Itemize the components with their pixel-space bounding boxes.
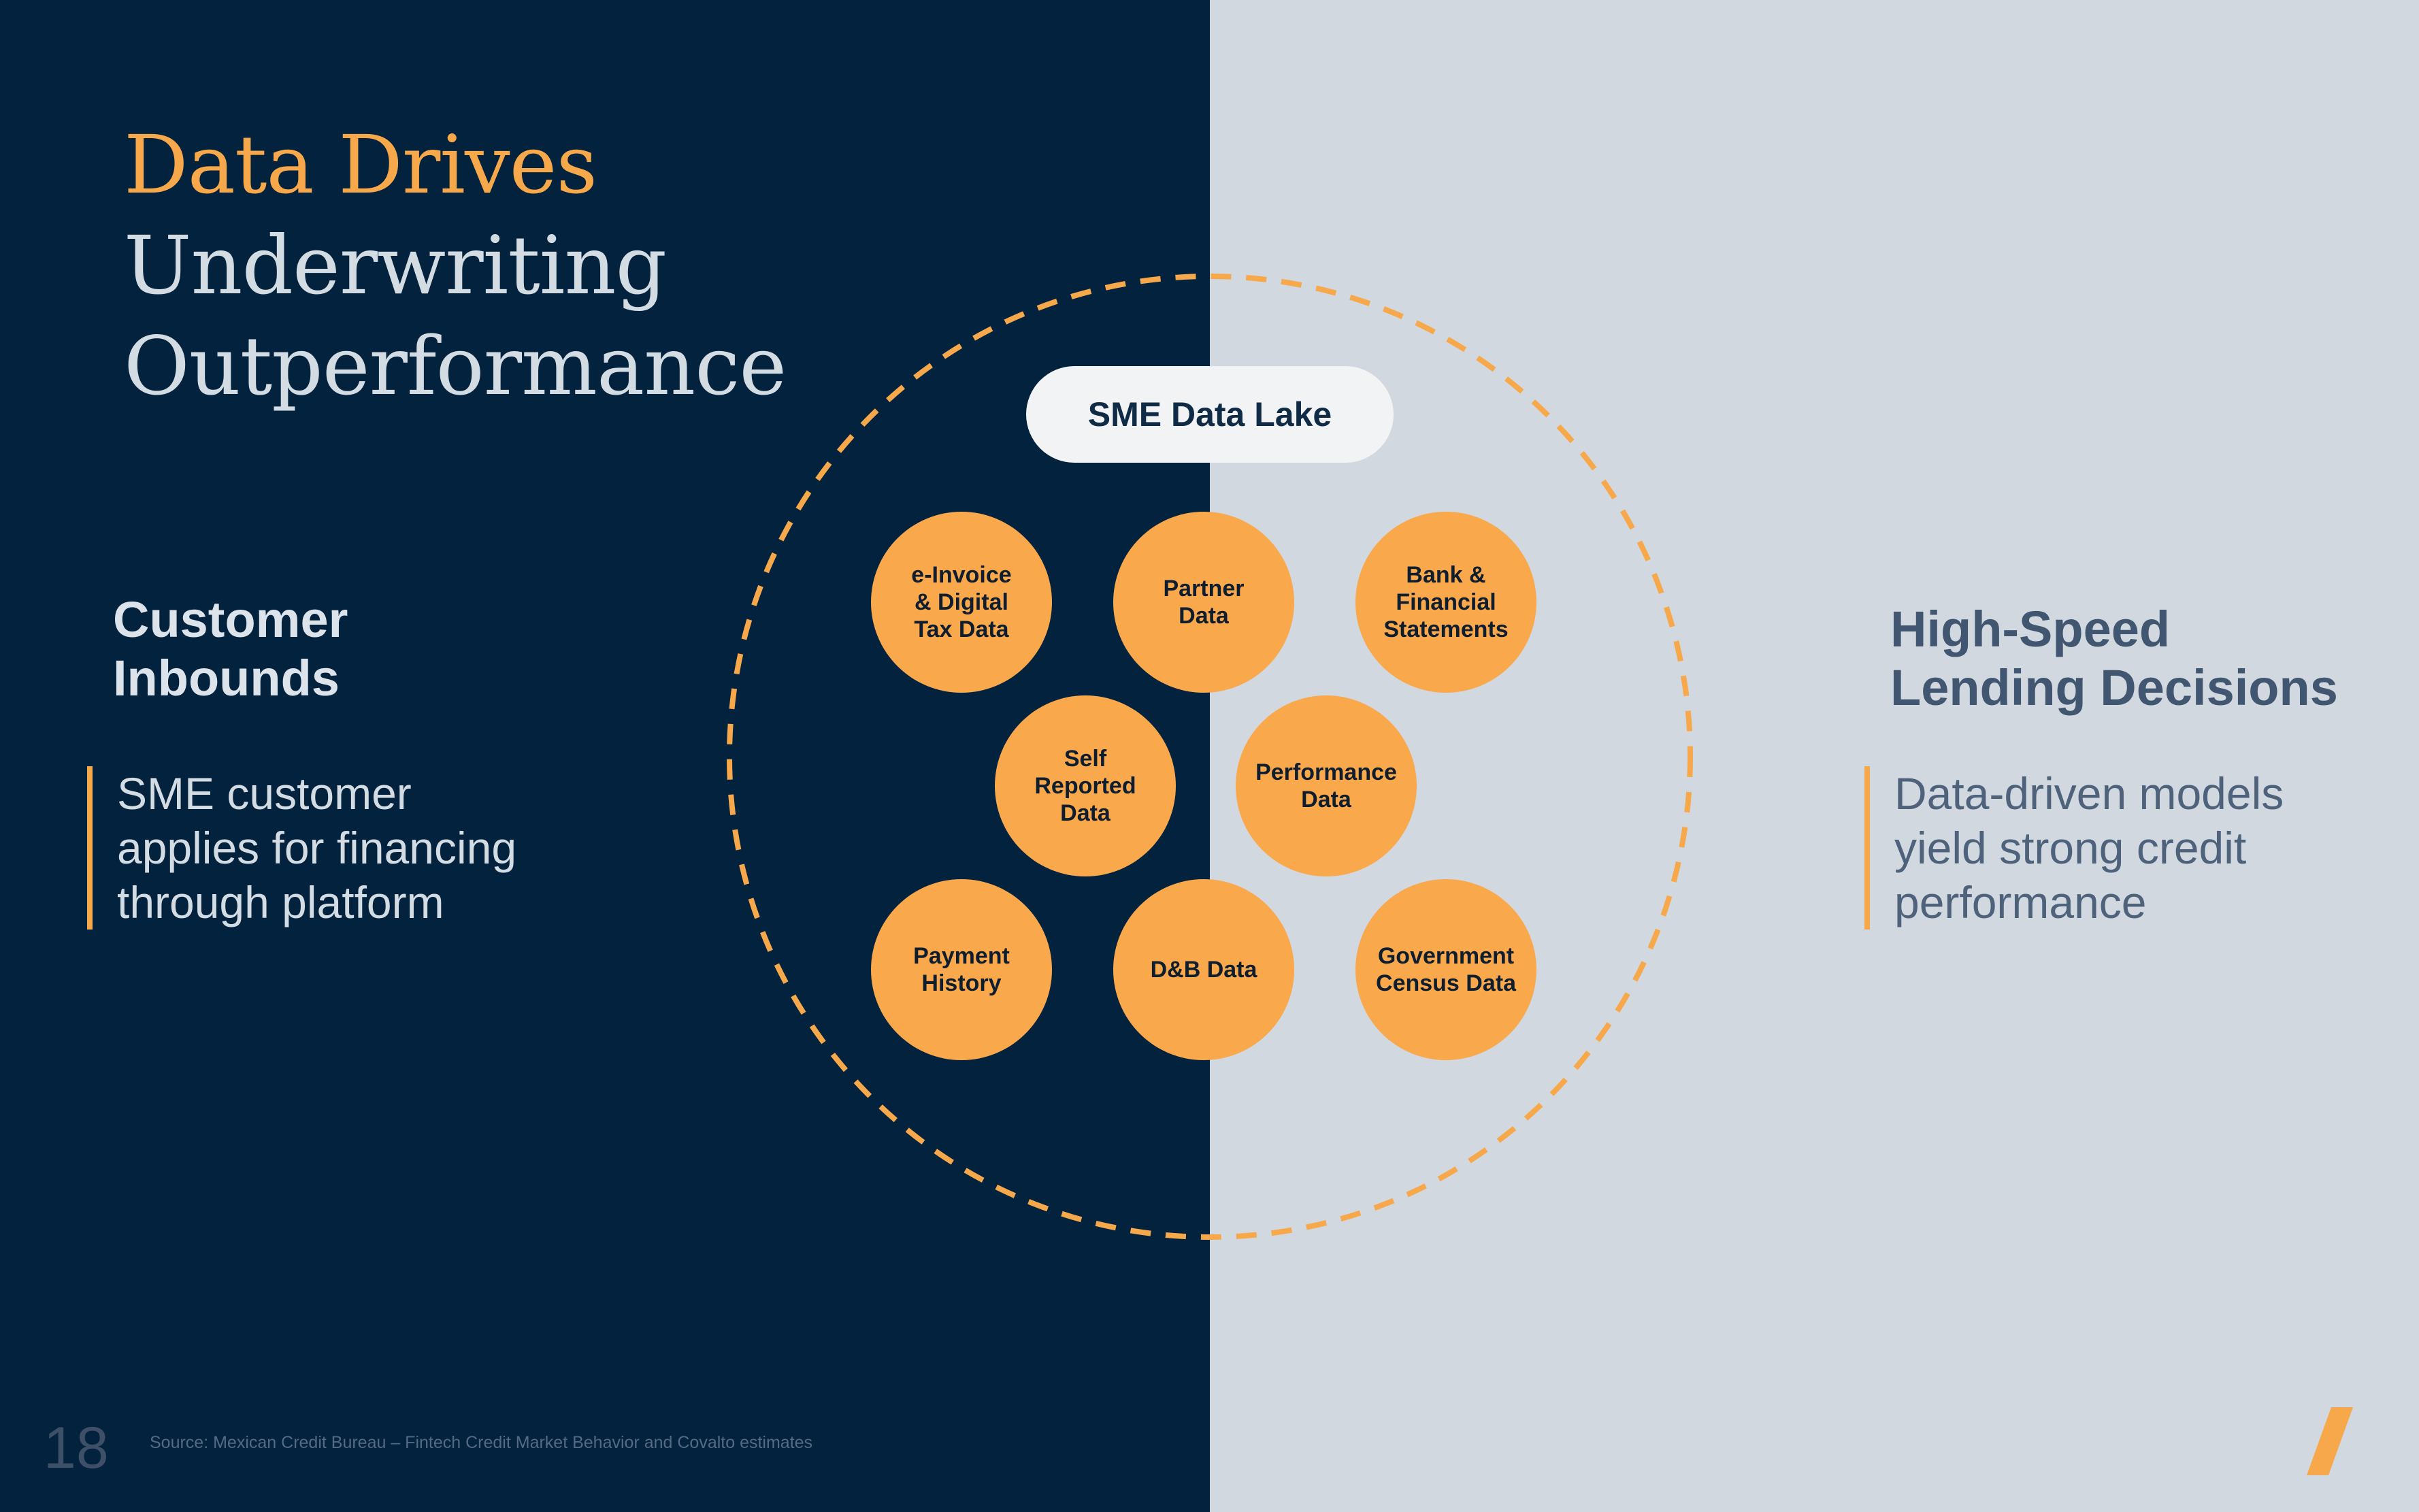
left-desc-line: through platform <box>117 877 444 927</box>
title-line-3: Outperformance <box>124 319 787 413</box>
data-source-node: Performance Data <box>1236 695 1417 876</box>
data-source-node: e-Invoice & Digital Tax Data <box>871 512 1052 693</box>
source-note: Source: Mexican Credit Bureau – Fintech … <box>150 1433 813 1452</box>
data-source-node: Self Reported Data <box>995 695 1176 876</box>
right-heading-line: High-Speed <box>1890 601 2171 657</box>
node-label: D&B Data <box>1150 957 1257 983</box>
node-label: Partner Data <box>1163 576 1245 629</box>
brand-slash-icon <box>2307 1407 2353 1475</box>
customer-inbounds-heading: Customer Inbounds <box>113 591 348 708</box>
node-label: Self Reported Data <box>1034 746 1136 826</box>
right-desc-line: yield strong credit <box>1894 823 2247 873</box>
data-source-node: Partner Data <box>1113 512 1294 693</box>
sme-data-lake-label: SME Data Lake <box>1026 366 1394 463</box>
left-heading-line: Inbounds <box>113 650 340 706</box>
right-desc-line: performance <box>1894 877 2147 927</box>
data-lake-boundary <box>727 274 1693 1240</box>
left-desc-line: SME customer <box>117 768 412 819</box>
title-line-1: Data Drives <box>124 118 597 212</box>
page-title: Data Drives Underwriting Outperformance <box>124 114 787 416</box>
right-desc-line: Data-driven models <box>1894 768 2284 819</box>
data-source-node: Payment History <box>871 879 1052 1060</box>
page-number: 18 <box>44 1415 109 1481</box>
node-label: Government Census Data <box>1376 943 1516 996</box>
data-source-node: Government Census Data <box>1355 879 1536 1060</box>
customer-inbounds-description: SME customer applies for financing throu… <box>87 766 516 930</box>
node-label: Payment History <box>913 943 1010 996</box>
right-heading-line: Lending Decisions <box>1890 659 2338 716</box>
node-label: Bank & Financial Statements <box>1383 562 1509 642</box>
node-label: Performance Data <box>1255 759 1397 812</box>
node-label: e-Invoice & Digital Tax Data <box>911 562 1012 642</box>
data-source-node: D&B Data <box>1113 879 1294 1060</box>
left-heading-line: Customer <box>113 591 348 648</box>
lending-decisions-heading: High-Speed Lending Decisions <box>1890 600 2338 717</box>
title-line-2: Underwriting <box>124 218 667 312</box>
lending-decisions-description: Data-driven models yield strong credit p… <box>1864 766 2284 930</box>
left-desc-line: applies for financing <box>117 823 517 873</box>
data-source-node: Bank & Financial Statements <box>1355 512 1536 693</box>
